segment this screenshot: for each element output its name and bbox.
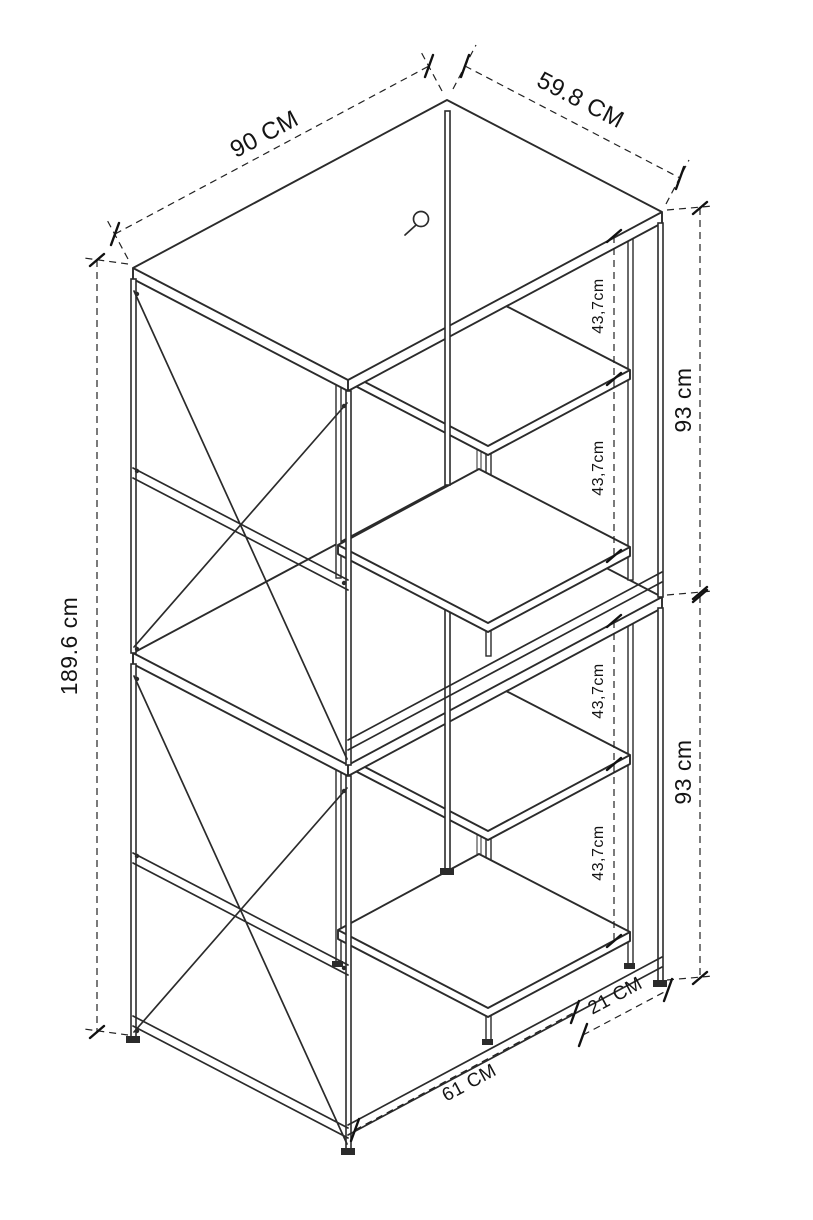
- bolt-icon: [134, 646, 140, 652]
- dim-label-shelf-depth: 21 CM: [585, 973, 646, 1019]
- leg: [345, 390, 352, 766]
- dim-label-upper-tier: 93 cm: [670, 367, 696, 432]
- dim-label-bottom-opening: 61 CM: [439, 1060, 500, 1106]
- shelf-post: [627, 204, 634, 581]
- upper-left-face-bracing: [132, 290, 349, 760]
- lower-right-rail: [347, 956, 663, 1136]
- dim-line: [354, 1011, 576, 1131]
- dim-ticks: [605, 228, 623, 564]
- magnifier-lens: [412, 210, 430, 228]
- dim-upper-shelf-gaps: 43,7cm 43,7cm: [590, 228, 623, 564]
- lower-legs: [126, 495, 667, 1155]
- lower-unit: [126, 484, 667, 1155]
- dim-line: [666, 596, 714, 981]
- foot-pad: [341, 1148, 355, 1155]
- foot-pad: [624, 963, 635, 969]
- bolt-icon: [134, 468, 140, 474]
- upper-right-rail: [347, 571, 663, 751]
- dim-ticks: [109, 53, 435, 247]
- dim-label-lower-gap-2: 43,7cm: [590, 825, 607, 880]
- dim-lower-tier-height: 93 cm: [666, 588, 714, 986]
- leg: [657, 222, 664, 598]
- bolt-icon: [341, 580, 347, 586]
- leg: [444, 110, 451, 486]
- bolt-details: [134, 291, 347, 1034]
- foot-pad: [126, 1036, 140, 1043]
- dim-ticks: [605, 613, 623, 949]
- dim-label-total-height: 189.6 cm: [56, 597, 82, 696]
- dim-total-height: 189.6 cm: [56, 252, 129, 1040]
- dim-ticks: [459, 53, 686, 191]
- foot-pad: [440, 868, 454, 875]
- foot-pad: [332, 961, 343, 967]
- dim-label-upper-gap-2: 43,7cm: [590, 440, 607, 495]
- dim-upper-tier-height: 93 cm: [666, 200, 714, 601]
- shelf-post: [627, 589, 634, 966]
- lower-left-face-bracing: [132, 675, 349, 1145]
- dim-label-lower-gap-1: 43,7cm: [590, 663, 607, 718]
- lower-shelf-2: [337, 853, 631, 1018]
- bolt-icon: [341, 403, 347, 409]
- bolt-icon: [341, 788, 347, 794]
- foot-pad: [653, 980, 667, 987]
- foot-pad: [482, 1039, 493, 1045]
- dim-line: [582, 989, 669, 1036]
- dim-ticks: [88, 252, 106, 1040]
- leg: [130, 278, 137, 654]
- magnifier-icon: [404, 210, 430, 236]
- dim-ticks: [691, 588, 709, 986]
- bolt-icon: [341, 965, 347, 971]
- upper-legs: [130, 110, 664, 766]
- bolt-icon: [134, 676, 140, 682]
- dim-ticks: [577, 977, 674, 1048]
- dim-ticks: [349, 999, 581, 1143]
- dim-label-upper-gap-1: 43,7cm: [590, 278, 607, 333]
- dim-bottom-opening: 61 CM: [349, 999, 581, 1143]
- leg: [130, 663, 137, 1039]
- dim-ticks: [691, 200, 709, 601]
- dim-line: [83, 257, 129, 1036]
- magnifier-handle: [404, 224, 417, 236]
- leg: [657, 607, 664, 983]
- dim-lower-shelf-gaps: 43,7cm 43,7cm: [590, 613, 623, 949]
- dim-label-top-depth: 59.8 CM: [532, 67, 628, 134]
- upper-unit: [130, 99, 664, 766]
- dim-line: [105, 49, 443, 260]
- dim-label-top-width: 90 CM: [226, 105, 303, 163]
- dim-label-lower-tier: 93 cm: [670, 739, 696, 804]
- leg: [345, 775, 352, 1151]
- bolt-icon: [134, 291, 140, 297]
- bolt-icon: [134, 1028, 140, 1034]
- bolt-icon: [134, 853, 140, 859]
- lower-shelf-module: [335, 511, 634, 1042]
- upper-shelf-2: [337, 468, 631, 633]
